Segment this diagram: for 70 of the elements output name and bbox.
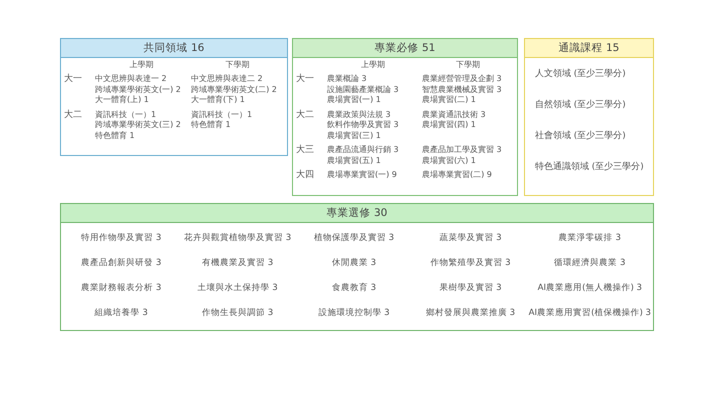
course-item: 飲料作物學及實習 3 — [327, 120, 399, 130]
course-item: 農場實習(六) 1 — [422, 156, 476, 166]
course-item: AI農業應用(無人機操作) 3 — [538, 282, 642, 294]
course-item: AI農業應用實習(植保機操作) 3 — [528, 306, 651, 318]
course-item: 農場實習(二) 1 — [422, 95, 476, 106]
column-header: 下學期 — [456, 59, 480, 70]
row-label: 大一 — [64, 74, 82, 84]
row-label: 大三 — [296, 145, 314, 156]
course-item: 農場實習(一) 1 — [327, 95, 381, 106]
course-item: 農產品創新與研發 3 — [81, 256, 162, 268]
row-label: 大二 — [64, 110, 82, 120]
course-item: 作物繁殖學及實習 3 — [430, 256, 511, 268]
course-item: 土壤與水土保持學 3 — [198, 282, 278, 294]
course-item: 中文思辨與表達一 2 — [95, 74, 167, 84]
course-item: 農場實習(五) 1 — [327, 156, 381, 166]
column-header: 下學期 — [226, 59, 250, 70]
course-item: 農業資通訊技術 3 — [422, 110, 486, 120]
course-item: 大一體育(上) 1 — [95, 95, 149, 106]
course-item: 花卉與觀賞植物學及實習 3 — [184, 232, 292, 244]
course-item: 設施環境控制學 3 — [318, 306, 390, 318]
course-item: 農場實習(四) 1 — [422, 120, 476, 130]
course-item: 組織培養學 3 — [94, 306, 148, 318]
course-item: 休閒農業 3 — [332, 256, 376, 268]
course-panel — [524, 38, 654, 196]
row-label: 大一 — [296, 74, 314, 84]
course-item: 農業淨零碳排 3 — [558, 232, 621, 244]
course-item: 農場專業實習(二) 9 — [422, 170, 492, 180]
row-label: 大四 — [296, 170, 314, 180]
course-item: 大一體育(下) 1 — [191, 95, 245, 106]
course-item: 跨域專業學術英文(一) 2 — [95, 84, 181, 95]
course-item: 鄉村發展與農業推廣 3 — [426, 306, 516, 318]
panel-header: 專業必修 51 — [293, 39, 517, 58]
course-panel — [60, 203, 654, 331]
course-item: 資訊科技（一）1 — [191, 110, 252, 120]
course-item: 農業經營管理及企劃 3 — [422, 74, 502, 84]
course-item: 農業概論 3 — [327, 74, 367, 84]
course-item: 跨域專業學術英文(二) 2 — [191, 84, 277, 95]
column-header: 上學期 — [361, 59, 385, 70]
course-item: 特色體育 1 — [191, 120, 231, 130]
panel-header: 共同領域 16 — [61, 39, 287, 58]
course-item: 資訊科技（一）1 — [95, 110, 156, 120]
course-item: 食農教育 3 — [332, 282, 376, 294]
course-item: 中文思辨與表達二 2 — [191, 74, 263, 84]
course-item: 循環經濟與農業 3 — [554, 256, 626, 268]
course-item: 作物生長與調節 3 — [202, 306, 274, 318]
course-item: 農業政策與法規 3 — [327, 110, 391, 120]
column-header: 上學期 — [130, 59, 154, 70]
course-item: 有機農業及實習 3 — [202, 256, 274, 268]
course-item: 農場專業實習(一) 9 — [327, 170, 397, 180]
course-item: 果樹學及實習 3 — [439, 282, 502, 294]
course-panel — [292, 38, 518, 196]
course-panel — [60, 38, 288, 156]
course-item: 農業財務報表分析 3 — [81, 282, 162, 294]
course-item: 智慧農業機械及實習 3 — [422, 84, 502, 95]
course-item: 設施園藝產業概論 3 — [327, 84, 399, 95]
course-item: 跨域專業學術英文(三) 2 — [95, 120, 181, 130]
panel-header: 專業選修 30 — [61, 204, 653, 223]
panel-header: 通識課程 15 — [525, 39, 653, 58]
course-area: 自然領域 (至少三學分) — [535, 98, 626, 111]
course-item: 特用作物學及實習 3 — [81, 232, 162, 244]
row-label: 大二 — [296, 110, 314, 120]
course-item: 農場實習(三) 1 — [327, 130, 381, 141]
course-area: 社會領域 (至少三學分) — [535, 130, 626, 142]
course-item: 植物保護學及實習 3 — [314, 232, 394, 244]
course-area: 人文領域 (至少三學分) — [535, 68, 626, 80]
course-area: 特色通識領域 (至少三學分) — [535, 161, 644, 174]
course-item: 蔬菜學及實習 3 — [439, 232, 502, 244]
course-item: 農產品加工學及實習 3 — [422, 145, 502, 156]
course-item: 農產品流通與行銷 3 — [327, 145, 399, 156]
course-item: 特色體育 1 — [95, 130, 135, 141]
